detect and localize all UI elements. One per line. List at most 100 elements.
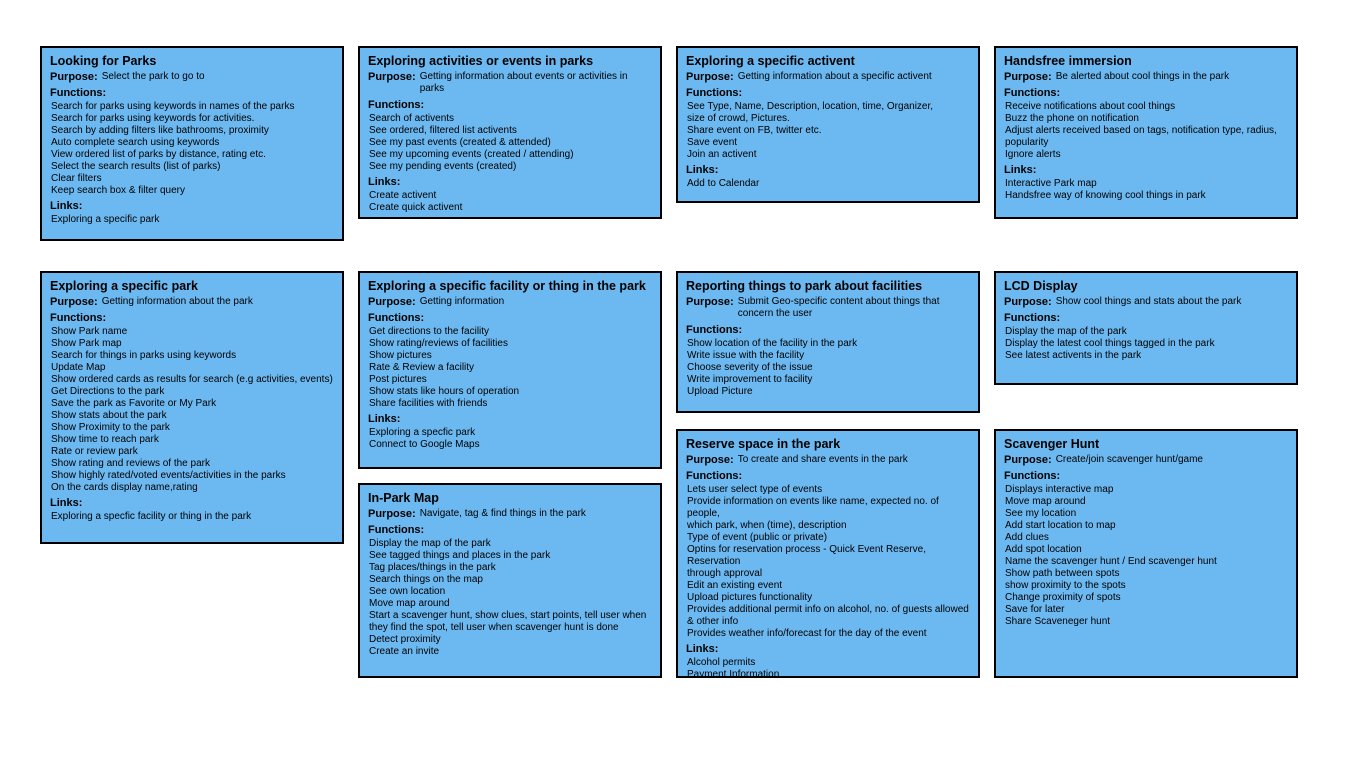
purpose-text: Getting information about the park [101, 296, 253, 307]
link-item: Interactive Park map [1005, 178, 1097, 189]
function-item: See my location [1005, 508, 1077, 519]
purpose-label: Purpose: [368, 296, 416, 308]
link-item: Connect to Google Maps [369, 439, 480, 450]
functions-label: Functions: [686, 87, 743, 99]
function-item: Display the map of the park [369, 538, 491, 549]
function-item: See latest activents in the park [1005, 350, 1142, 361]
function-item: Upload Picture [687, 386, 753, 397]
card-title: Exploring a specific facility or thing i… [368, 279, 646, 293]
function-item: See my past events (created & attended) [369, 137, 551, 148]
function-item: Search for parks using keywords in names… [51, 101, 295, 112]
function-item: popularity [1005, 137, 1049, 148]
function-item: Receive notifications about cool things [1005, 101, 1176, 112]
functions-label: Functions: [368, 524, 425, 536]
functions-label: Functions: [1004, 87, 1061, 99]
function-item: Write issue with the facility [687, 350, 805, 361]
purpose-label: Purpose: [1004, 71, 1052, 83]
purpose-row: Purpose:To create and share events in th… [686, 454, 970, 466]
function-item: Clear filters [51, 173, 102, 184]
purpose-text: Navigate, tag & find things in the park [419, 508, 586, 519]
card-title: Reporting things to park about facilitie… [686, 279, 923, 293]
function-item: Write improvement to facility [687, 374, 813, 385]
card-title: Exploring a specific activent [686, 54, 855, 68]
function-item: Detect proximity [369, 634, 441, 645]
link-item: Exploring a specfic park [369, 427, 476, 438]
function-item: Get directions to the facility [369, 326, 490, 337]
purpose-text: Show cool things and stats about the par… [1055, 296, 1242, 307]
link-item: Exploring a specfic facility or thing in… [51, 511, 252, 522]
function-item: through approval [687, 568, 763, 579]
links-list: Exploring a specfic facility or thing in… [51, 511, 334, 523]
function-item: Show Park name [51, 326, 128, 337]
function-item: Search for parks using keywords for acti… [51, 113, 255, 124]
function-item: Show Park map [51, 338, 122, 349]
function-item: Add start location to map [1005, 520, 1116, 531]
card-title: LCD Display [1004, 279, 1078, 293]
function-item: Add spot location [1005, 544, 1082, 555]
function-item: Optins for reservation process - Quick E… [687, 544, 926, 567]
purpose-row: Purpose:Getting information about a spec… [686, 71, 970, 83]
function-item: Show path between spots [1005, 568, 1120, 579]
function-item: Show rating and reviews of the park [51, 458, 210, 469]
function-item: Show pictures [369, 350, 432, 361]
link-item: Create quick activent [369, 202, 463, 213]
function-item: Provides weather info/forecast for the d… [687, 628, 927, 639]
card-exploring-specific-facility: Exploring a specific facility or thing i… [358, 271, 662, 469]
function-item: See tagged things and places in the park [369, 550, 551, 561]
functions-list: Search for parks using keywords in names… [51, 101, 334, 197]
function-item: Post pictures [369, 374, 427, 385]
function-item: which park, when (time), description [687, 520, 847, 531]
link-item: Exploring a specific park [51, 214, 160, 225]
function-item: Save for later [1005, 604, 1065, 615]
function-item: Search for things in parks using keyword… [51, 350, 237, 361]
function-item: Provides additional permit info on alcoh… [687, 604, 969, 615]
function-item: Buzz the phone on notification [1005, 113, 1139, 124]
function-item: Type of event (public or private) [687, 532, 828, 543]
function-item: Show Proximity to the park [51, 422, 170, 433]
links-label: Links: [368, 413, 401, 425]
function-item: Rate or review park [51, 446, 138, 457]
function-item: Search things on the map [369, 574, 483, 585]
link-item: Payment Information [687, 669, 780, 678]
function-item: Show ordered cards as results for search… [51, 374, 333, 385]
function-item: Display the latest cool things tagged in… [1005, 338, 1215, 349]
links-label: Links: [368, 176, 401, 188]
function-item: Join an activent [687, 149, 757, 160]
function-item: See my upcoming events (created / attend… [369, 149, 574, 160]
function-item: Keep search box & filter query [51, 185, 185, 196]
function-item: Display the map of the park [1005, 326, 1127, 337]
function-item: Create an invite [369, 646, 440, 657]
purpose-row: Purpose:Navigate, tag & find things in t… [368, 508, 652, 520]
purpose-text: Getting information about a specific act… [737, 71, 932, 82]
functions-list: Show location of the facility in the par… [687, 338, 970, 398]
purpose-row: Purpose:Submit Geo-specific content abou… [686, 296, 970, 320]
card-title: Exploring a specific park [50, 279, 198, 293]
purpose-text: To create and share events in the park [737, 454, 908, 465]
function-item: Tag places/things in the park [369, 562, 496, 573]
purpose-label: Purpose: [1004, 296, 1052, 308]
purpose-row: Purpose:Getting information about events… [368, 71, 652, 95]
function-item: Displays interactive map [1005, 484, 1114, 495]
function-item: Show stats about the park [51, 410, 167, 421]
link-item: Add to Calendar [687, 178, 760, 189]
function-item: Ignore alerts [1005, 149, 1061, 160]
function-item: Share facilities with friends [369, 398, 488, 409]
function-item: Edit an existing event [687, 580, 783, 591]
functions-label: Functions: [368, 312, 425, 324]
function-item: Search of activents [369, 113, 455, 124]
function-item: Upload pictures functionality [687, 592, 813, 603]
